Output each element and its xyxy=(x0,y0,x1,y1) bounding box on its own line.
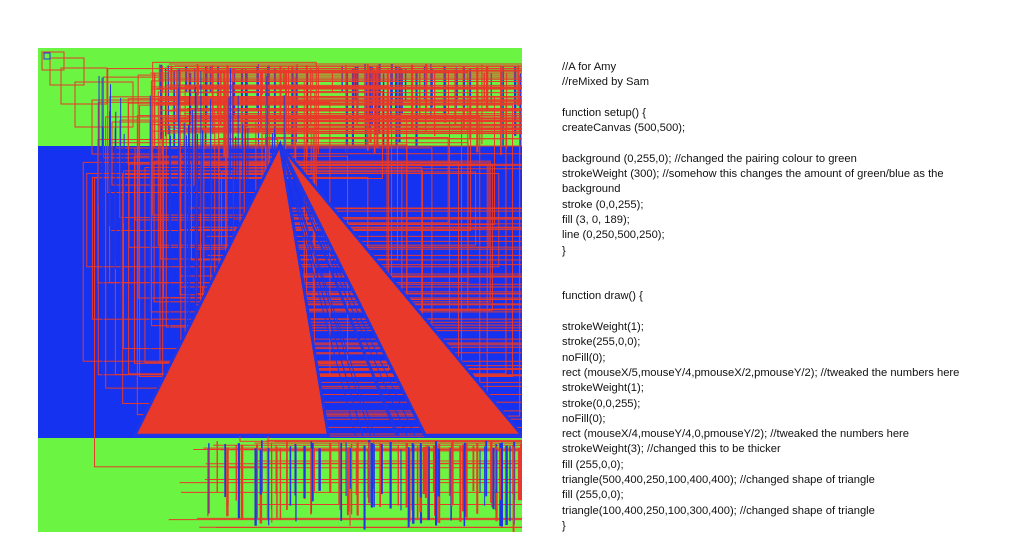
code-line: strokeWeight (300); //somehow this chang… xyxy=(562,168,947,196)
code-line: rect (mouseX/5,mouseY/4,pmouseX/2,pmouse… xyxy=(562,366,960,379)
right-triangle xyxy=(278,143,522,437)
code-line: stroke(0,0,255); xyxy=(562,397,641,410)
code-line: strokeWeight(1); xyxy=(562,382,644,395)
code-line: line (0,250,500,250); xyxy=(562,229,665,242)
code-line: } xyxy=(562,244,566,257)
sketch-rect xyxy=(41,51,65,71)
triangle-trail xyxy=(279,143,372,437)
sketch-rect xyxy=(153,160,491,303)
code-line xyxy=(562,274,1002,289)
sketch-rect xyxy=(74,81,134,128)
code-line: stroke (0,0,255); xyxy=(562,198,644,211)
sketch-rect xyxy=(43,52,51,60)
triangle-trail xyxy=(279,143,376,437)
code-line: noFill(0); xyxy=(562,412,606,425)
triangle-trail xyxy=(279,143,357,437)
code-line xyxy=(562,136,1002,151)
code-line: function draw() { xyxy=(562,290,643,303)
code-line: //reMixed by Sam xyxy=(562,76,650,89)
code-line: strokeWeight(1); xyxy=(562,321,644,334)
sketch-canvas xyxy=(38,48,522,532)
code-line: //A for Amy xyxy=(562,61,617,73)
code-line xyxy=(562,259,1002,274)
triangle-trail xyxy=(279,143,408,437)
code-panel: //A for Amy //reMixed by Sam function setu… xyxy=(562,60,1002,534)
code-line: background (0,255,0); //changed the pair… xyxy=(562,152,857,165)
sketch-rect xyxy=(139,104,514,378)
code-line xyxy=(562,91,1002,106)
code-line: fill (255,0,0); xyxy=(562,458,624,471)
sketch-rect xyxy=(60,67,108,105)
code-line: stroke(255,0,0); xyxy=(562,336,641,349)
code-line: triangle(100,400,250,100,300,400); //cha… xyxy=(562,504,875,517)
code-line: fill (3, 0, 189); xyxy=(562,213,630,226)
code-line xyxy=(562,305,1002,320)
code-line: } xyxy=(562,519,566,532)
code-line: fill (255,0,0); xyxy=(562,489,624,502)
code-line: function setup() { xyxy=(562,106,646,119)
sketch-rect xyxy=(225,80,398,260)
code-line: noFill(0); xyxy=(562,351,606,364)
code-line: rect (mouseX/4,mouseY/4,0,pmouseY/2); //… xyxy=(562,428,909,441)
triangle-trail xyxy=(279,143,364,437)
code-line: createCanvas (500,500); xyxy=(562,122,686,135)
code-line: triangle(500,400,250,100,400,400); //cha… xyxy=(562,474,875,487)
sketch-rect xyxy=(49,57,85,86)
code-line: strokeWeight(3); //changed this to be th… xyxy=(562,443,781,456)
triangle-trail xyxy=(279,143,399,437)
left-triangle xyxy=(132,140,331,437)
